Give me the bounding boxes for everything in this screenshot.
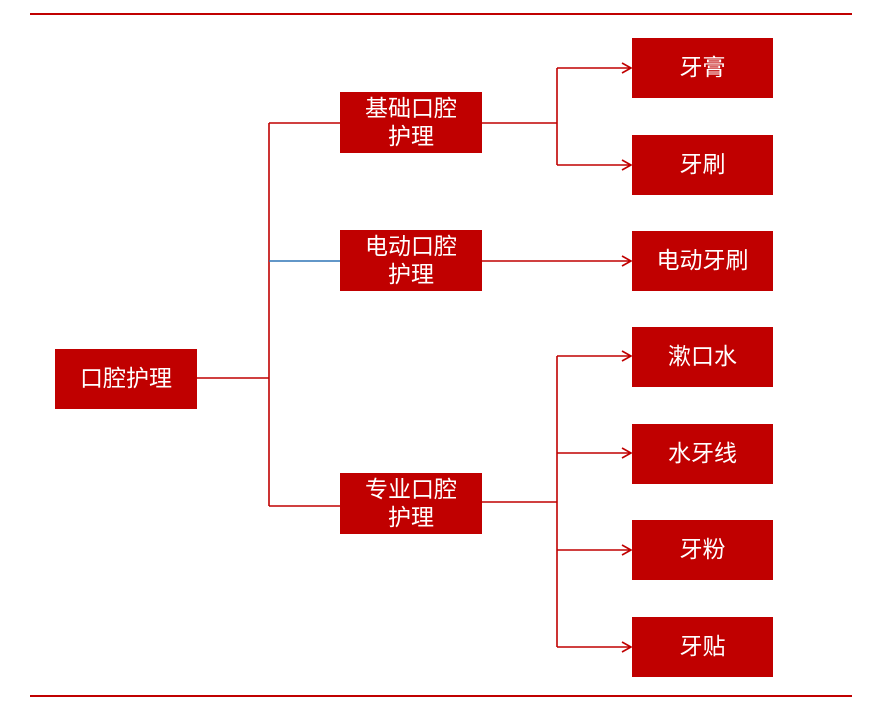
product-toothbrush-node: 牙刷: [632, 135, 773, 195]
product-whitening-strips-label: 牙贴: [679, 634, 726, 660]
category-basic-label-line1: 基础口腔: [365, 95, 457, 122]
top-rule: [30, 13, 852, 15]
bottom-rule: [30, 695, 852, 697]
category-pro-node: 专业口腔 护理: [340, 473, 482, 534]
product-whitening-strips-node: 牙贴: [632, 617, 773, 677]
category-electric-label-line2: 护理: [388, 261, 434, 288]
root-label: 口腔护理: [80, 366, 172, 392]
product-toothpaste-node: 牙膏: [632, 38, 773, 98]
product-mouthwash-node: 漱口水: [632, 327, 773, 387]
product-tooth-powder-label: 牙粉: [679, 537, 726, 563]
root-node: 口腔护理: [55, 349, 197, 409]
product-electric-toothbrush-label: 电动牙刷: [656, 248, 749, 274]
product-tooth-powder-node: 牙粉: [632, 520, 773, 580]
category-pro-label-line2: 护理: [388, 504, 434, 531]
category-electric-label-line1: 电动口腔: [365, 233, 457, 260]
product-toothbrush-label: 牙刷: [679, 152, 726, 178]
product-water-flosser-node: 水牙线: [632, 424, 773, 484]
category-pro-label-line1: 专业口腔: [365, 476, 457, 503]
product-water-flosser-label: 水牙线: [668, 441, 737, 467]
category-basic-node: 基础口腔 护理: [340, 92, 482, 153]
category-electric-node: 电动口腔 护理: [340, 230, 482, 291]
product-mouthwash-label: 漱口水: [668, 344, 737, 370]
category-basic-label-line2: 护理: [388, 123, 434, 150]
product-electric-toothbrush-node: 电动牙刷: [632, 231, 773, 291]
product-toothpaste-label: 牙膏: [679, 55, 726, 81]
